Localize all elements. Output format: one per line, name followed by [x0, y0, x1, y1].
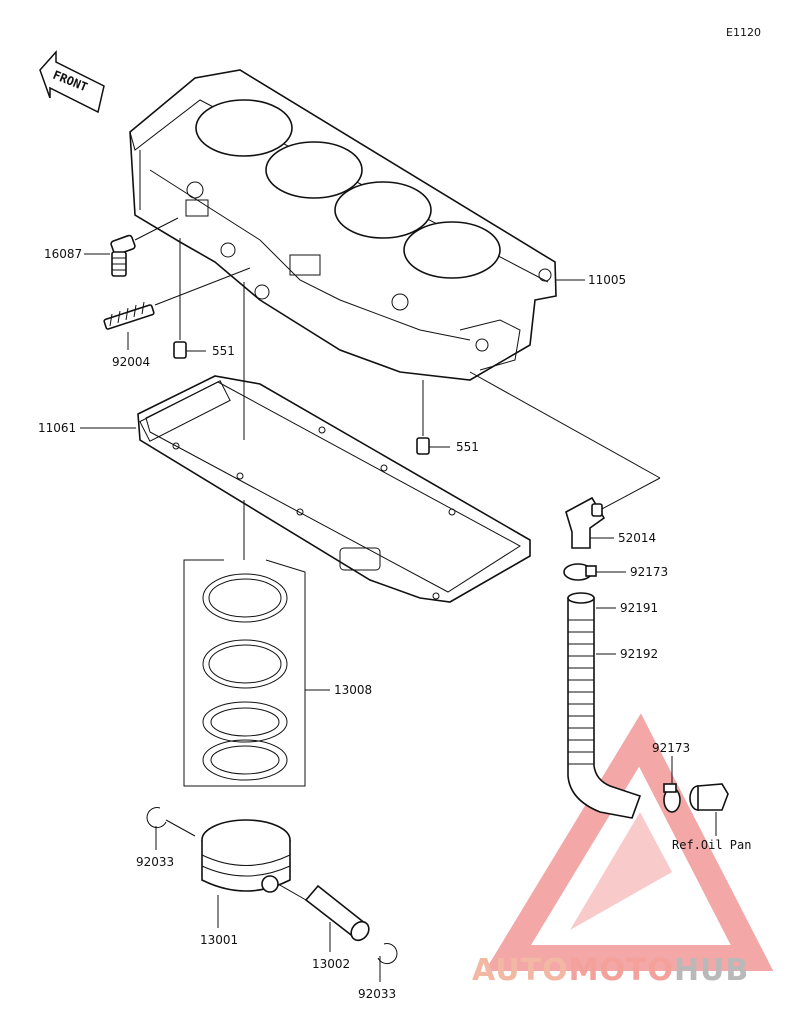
watermark-text: AUTOMOTOHUB	[472, 953, 749, 988]
callout-551-lower: 551	[456, 440, 479, 454]
callout-92033-left: 92033	[136, 855, 174, 869]
ring-set-box	[183, 559, 306, 787]
front-arrow-icon: FRONT	[39, 50, 105, 114]
cylinder-block	[129, 69, 557, 381]
hose	[567, 592, 642, 819]
callout-92004: 92004	[112, 355, 150, 369]
circlip-right	[377, 943, 398, 965]
callout-11005: 11005	[588, 273, 626, 287]
callout-13002: 13002	[312, 957, 350, 971]
oil-pan-fitting	[689, 783, 729, 811]
callout-11061: 11061	[38, 421, 76, 435]
clamp-upper	[563, 563, 597, 581]
callout-13001: 13001	[200, 933, 238, 947]
watermark-auto: AUTO	[472, 953, 569, 988]
callout-13008: 13008	[334, 683, 372, 697]
dowel-upper	[173, 341, 187, 359]
circlip-left	[146, 807, 167, 829]
diagram-code: E1120	[726, 26, 761, 39]
piston	[201, 819, 291, 893]
callout-92173-lower: 92173	[652, 741, 690, 755]
callout-92191: 92191	[620, 601, 658, 615]
dowel-lower	[416, 437, 430, 455]
cylinder-gasket	[137, 375, 531, 603]
callout-92173-upper: 92173	[630, 565, 668, 579]
stud-92004	[103, 301, 155, 330]
piston-pin	[304, 884, 370, 942]
watermark-moto: MOTO	[569, 953, 674, 988]
reference-note: Ref.Oil Pan	[672, 838, 751, 852]
watermark-hub: HUB	[674, 953, 749, 988]
elbow-fitting	[565, 496, 606, 549]
callout-92033-right: 92033	[358, 987, 396, 1001]
callout-52014: 52014	[618, 531, 656, 545]
watermark-logo	[484, 713, 774, 971]
bolt-fitting-16087	[110, 234, 136, 277]
callout-16087: 16087	[44, 247, 82, 261]
clamp-lower	[663, 783, 681, 813]
callout-92192: 92192	[620, 647, 658, 661]
callout-551-upper: 551	[212, 344, 235, 358]
